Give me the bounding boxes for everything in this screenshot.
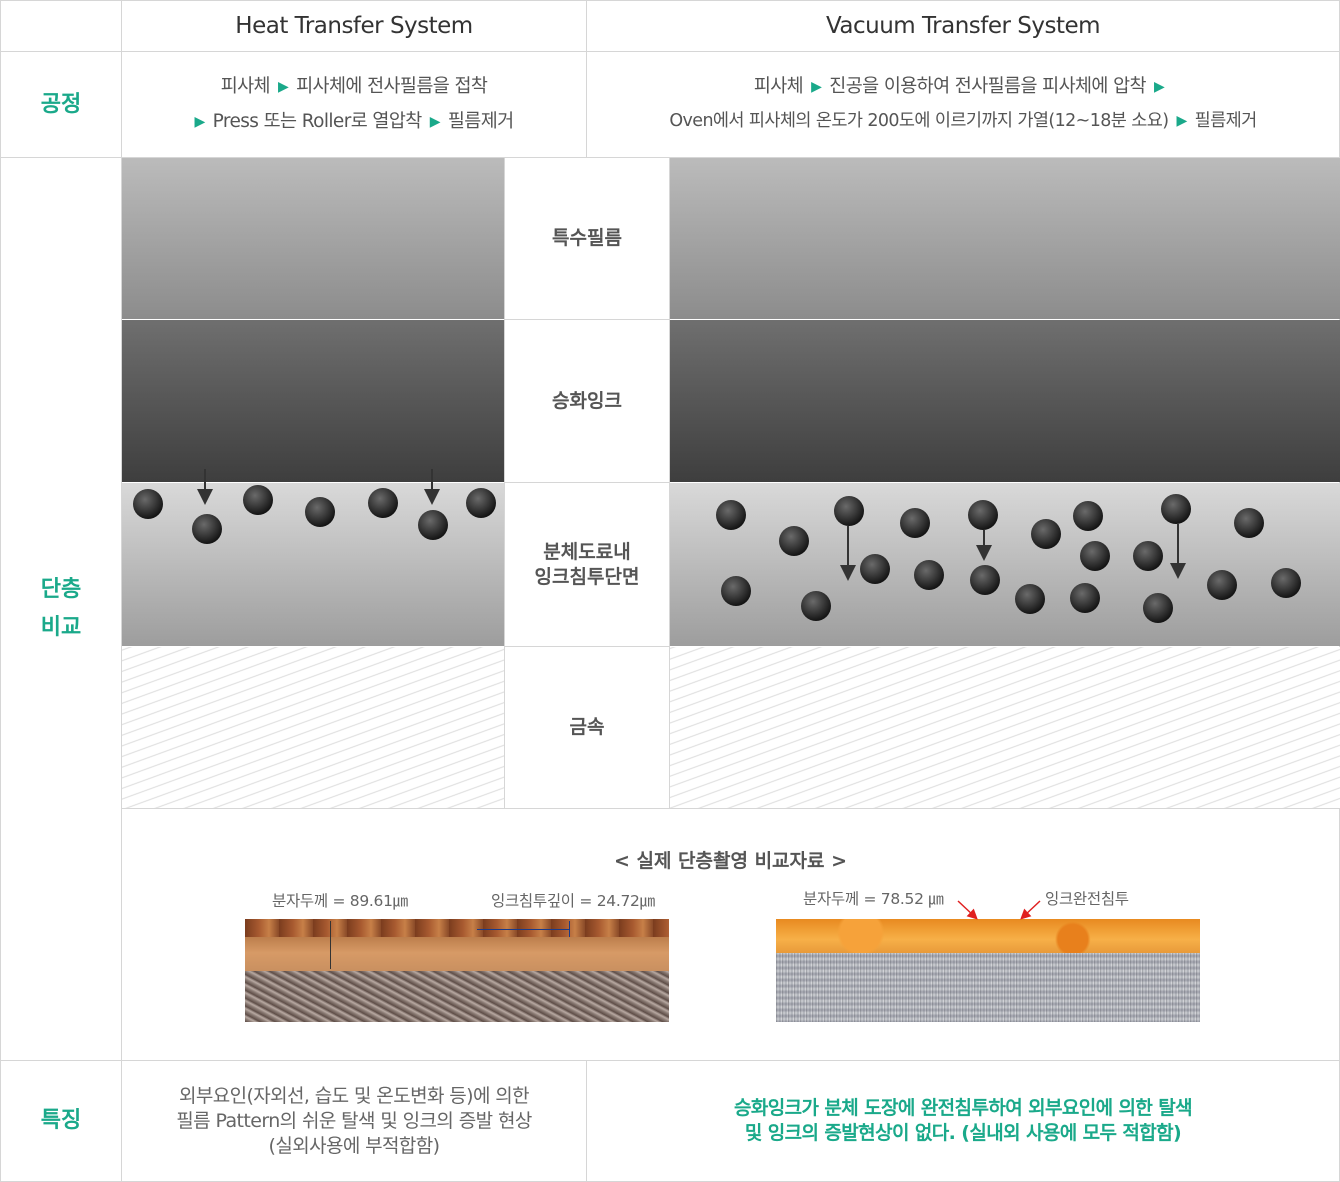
grid-line (121, 808, 1340, 809)
grid-line (0, 0, 1, 1182)
grid-line (0, 1060, 1340, 1061)
grid-line (505, 482, 669, 483)
heat-thickness-caption: 분자두께 = 89.61㎛ (272, 892, 408, 910)
particle-diagram (133, 469, 1301, 623)
ink-particle (1070, 583, 1100, 613)
vacuum-process-line2: Oven에서 피사체의 온도가 200도에 이르기까지 가열(12~18분 소요… (669, 111, 1257, 131)
grid-line (504, 158, 505, 808)
layer-label-metal: 금속 (505, 647, 669, 808)
heat-depth-caption: 잉크침투깊이 = 24.72㎛ (491, 892, 655, 910)
feature-row-label: 특징 (40, 1108, 82, 1133)
layer-label-ink: 승화잉크 (505, 320, 669, 482)
ink-particle (860, 554, 890, 584)
ink-particle (1073, 501, 1103, 531)
heat-film-layer (122, 158, 504, 319)
grid-line (669, 158, 670, 808)
grid-line (586, 1060, 587, 1182)
heat-penetration-arrows (197, 469, 440, 505)
grid-line (0, 51, 1340, 52)
ink-particle (243, 485, 273, 515)
ink-particle (970, 565, 1000, 595)
ink-particle (1080, 541, 1110, 571)
vacuum-film-layer (670, 158, 1340, 319)
ink-particle (721, 576, 751, 606)
ink-particle (900, 508, 930, 538)
ink-particle (716, 500, 746, 530)
vacuum-process: 피사체▶진공을 이용하여 전사필름을 피사체에 압착▶ Oven에서 피사체의 … (587, 52, 1339, 157)
ink-particle (192, 514, 222, 544)
ink-particle (418, 510, 448, 540)
grid-line (0, 0, 1340, 1)
ink-particle (305, 497, 335, 527)
vacuum-ink-layer (670, 320, 1340, 482)
heat-column-header: Heat Transfer System (122, 1, 586, 51)
grid-line (586, 0, 587, 157)
ink-particle (1271, 568, 1301, 598)
vacuum-penetration-arrows (840, 524, 1186, 581)
photo-section-title: < 실제 단층촬영 비교자료 > (613, 849, 848, 872)
vacuum-metal-layer (670, 647, 1340, 808)
ink-particle (133, 489, 163, 519)
process-row-label: 공정 (40, 91, 82, 117)
arrow-icon (957, 900, 978, 920)
heat-process: 피사체▶피사체에 전사필름을 접착 ▶Press 또는 Roller로 열압착▶… (122, 52, 586, 157)
ink-particle (801, 591, 831, 621)
vacuum-feature-text: 승화잉크가 분체 도장에 완전침투하여 외부요인에 의한 탈색 및 잉크의 증발… (733, 1097, 1193, 1144)
arrow-right-icon: ▶ (811, 79, 822, 95)
ink-particle (968, 500, 998, 530)
ink-particle (1207, 570, 1237, 600)
vacuum-cross-section-photo (776, 919, 1200, 1022)
photo-pointer-arrows (957, 900, 1041, 920)
vacuum-powder-layer (670, 483, 1340, 646)
vacuum-full-caption: 잉크완전침투 (1045, 890, 1129, 908)
vacuum-title: Vacuum Transfer System (825, 13, 1101, 39)
ink-particle (1031, 519, 1061, 549)
arrow-right-icon: ▶ (277, 78, 289, 95)
heat-feature-text: 외부요인(자외선, 습도 및 온도변화 등)에 의한 필름 Pattern의 쉬… (176, 1084, 532, 1157)
ink-particle (1143, 593, 1173, 623)
ink-particle (1161, 494, 1191, 524)
grid-line (505, 646, 669, 647)
ink-particle (1133, 541, 1163, 571)
vacuum-process-line1: 피사체▶진공을 이용하여 전사필름을 피사체에 압착▶ (753, 76, 1165, 97)
layer-label-powder: 분체도료내 잉크침투단면 (505, 483, 669, 646)
layer-row-label: 단층 비교 (40, 577, 82, 640)
ink-particle (914, 560, 944, 590)
heat-ink-layer (122, 320, 504, 482)
heat-cross-section-photo (245, 919, 669, 1022)
arrow-icon (1020, 900, 1041, 920)
heat-process-line2: ▶Press 또는 Roller로 열압착▶필름제거 (194, 110, 514, 132)
heat-ink-particles (133, 485, 496, 544)
vacuum-ink-particles (716, 494, 1301, 623)
ink-particle (466, 488, 496, 518)
arrow-right-icon: ▶ (429, 113, 441, 130)
arrow-right-icon: ▶ (1176, 113, 1187, 129)
grid-line (0, 157, 1340, 158)
arrow-right-icon: ▶ (1153, 79, 1165, 95)
ink-particle (779, 526, 809, 556)
ink-particle (368, 488, 398, 518)
arrow-right-icon: ▶ (194, 113, 205, 130)
ink-particle (1015, 584, 1045, 614)
heat-metal-layer (122, 647, 504, 808)
heat-process-line1: 피사체▶피사체에 전사필름을 접착 (220, 75, 488, 97)
ink-particle (834, 496, 864, 526)
heat-title: Heat Transfer System (235, 13, 473, 39)
layer-label-film: 특수필름 (505, 158, 669, 319)
vacuum-thickness-caption: 분자두께 = 78.52 ㎛ (803, 890, 944, 908)
vacuum-column-header: Vacuum Transfer System (587, 1, 1339, 51)
grid-line (121, 0, 122, 1182)
ink-particle (1234, 508, 1264, 538)
grid-line (505, 319, 669, 320)
